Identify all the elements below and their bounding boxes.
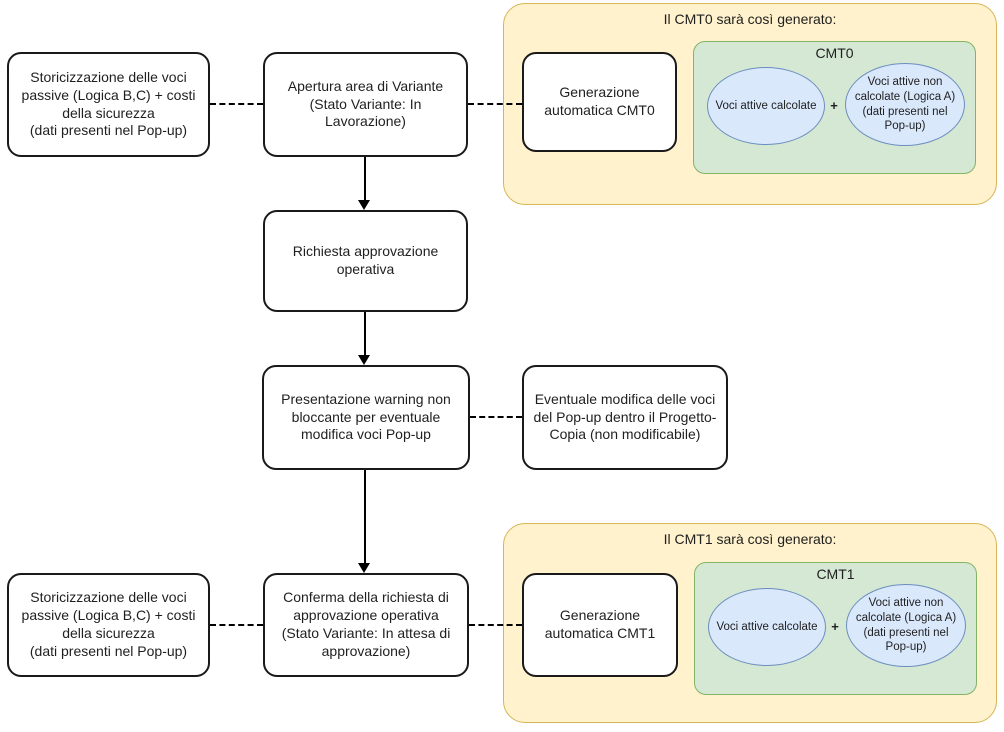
dashed-connector-apertura-gen-cmt0	[468, 103, 522, 105]
box-generazione-cmt0: Generazione automatica CMT0	[522, 52, 677, 152]
box-storicizzazione-top: Storicizzazione delle voci passive (Logi…	[7, 52, 210, 157]
box-apertura-variante: Apertura area di Variante (Stato Variant…	[263, 52, 468, 157]
cmt0-group-label: CMT0	[815, 45, 854, 61]
cmt1-panel-title: Il CMT1 sarà così generato:	[663, 531, 837, 547]
cmt0-left-ellipse: Voci attive calcolate	[707, 67, 825, 145]
cmt1-group-label: CMT1	[816, 566, 855, 582]
cmt1-plus-sign: +	[831, 619, 839, 634]
cmt1-group: CMT1 Voci attive calcolate + Voci attive…	[694, 562, 977, 695]
box-generazione-cmt1: Generazione automatica CMT1	[522, 573, 678, 677]
cmt1-left-ellipse: Voci attive calcolate	[708, 588, 826, 666]
dashed-connector-hist-top-apertura	[210, 103, 263, 105]
cmt0-panel: Il CMT0 sarà così generato: CMT0 Voci at…	[503, 3, 997, 205]
box-richiesta-approvazione: Richiesta approvazione operativa	[263, 210, 468, 312]
cmt0-panel-title: Il CMT0 sarà così generato:	[663, 11, 837, 27]
arrow-line-richiesta-to-warning	[364, 312, 366, 356]
cmt0-plus-sign: +	[830, 98, 838, 113]
box-eventuale-modifica: Eventuale modifica delle voci del Pop-up…	[522, 365, 728, 470]
box-presentazione-warning: Presentazione warning non bloccante per …	[262, 365, 470, 470]
arrow-line-warning-to-conferma	[364, 470, 366, 564]
cmt0-group: CMT0 Voci attive calcolate + Voci attive…	[693, 41, 976, 174]
box-storicizzazione-bottom: Storicizzazione delle voci passive (Logi…	[7, 573, 210, 677]
arrowhead-apertura-to-richiesta	[358, 200, 370, 210]
cmt1-panel: Il CMT1 sarà così generato: CMT1 Voci at…	[503, 523, 997, 723]
arrowhead-richiesta-to-warning	[358, 355, 370, 365]
arrow-line-apertura-to-richiesta	[364, 157, 366, 201]
dashed-connector-hist-bottom-conferma	[210, 624, 263, 626]
box-conferma-richiesta: Conferma della richiesta di approvazione…	[263, 573, 469, 677]
cmt0-right-ellipse: Voci attive non calcolate (Logica A) (da…	[845, 63, 965, 146]
dashed-connector-conferma-gen-cmt1	[469, 624, 522, 626]
cmt1-right-ellipse: Voci attive non calcolate (Logica A) (da…	[846, 584, 966, 667]
dashed-connector-warning-eventuale	[470, 416, 522, 418]
arrowhead-warning-to-conferma	[358, 563, 370, 573]
